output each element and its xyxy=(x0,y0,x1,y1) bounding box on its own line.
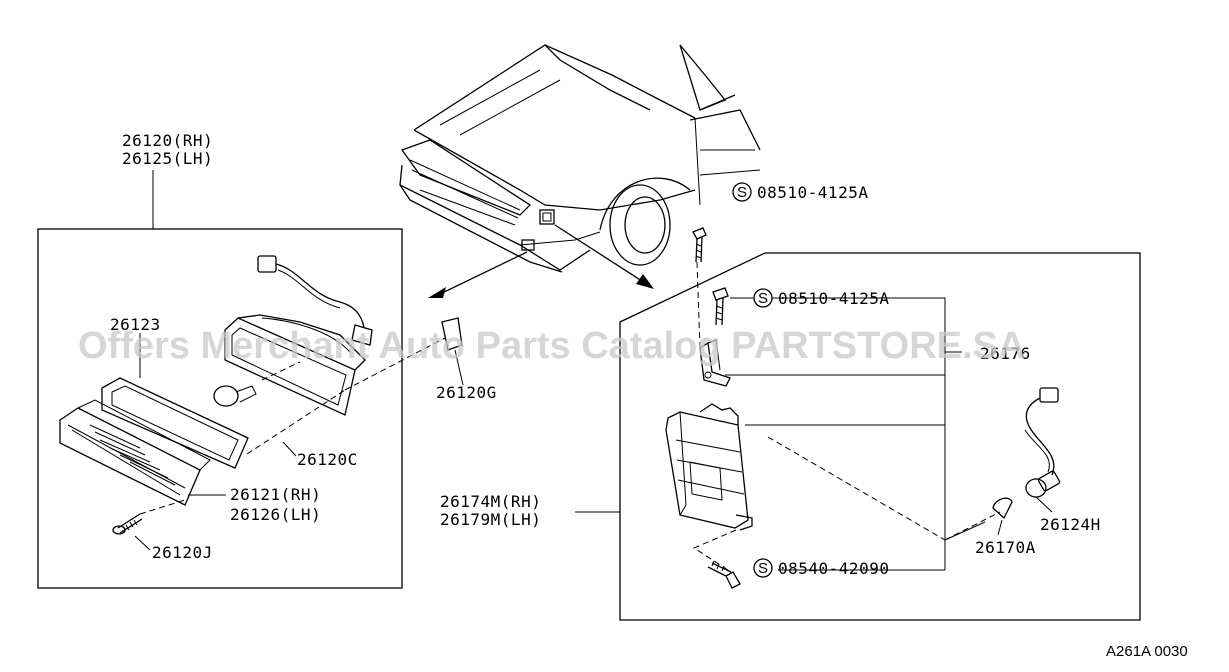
s-marker-top: S xyxy=(737,184,747,201)
s-marker-inner: S xyxy=(758,290,768,307)
side-marker-lamp-drawing xyxy=(665,227,1061,589)
part-label-26124h: 26124H xyxy=(1040,515,1101,534)
s-marker-bottom: S xyxy=(758,560,768,577)
part-label-26120c: 26120C xyxy=(297,450,358,469)
part-label-26174m-rh: 26174M(RH) xyxy=(440,492,541,511)
right-assembly-box xyxy=(575,252,1141,621)
part-label-26179m-lh: 26179M(LH) xyxy=(440,510,541,529)
callout-arrows xyxy=(428,224,654,298)
car-front-drawing xyxy=(399,44,761,273)
s-markers xyxy=(732,182,773,578)
front-combination-lamp-drawing xyxy=(59,255,464,551)
part-label-26170a: 26170A xyxy=(975,538,1036,557)
part-label-26121-rh: 26121(RH) xyxy=(230,485,321,504)
part-label-08540-42090: 08540-42090 xyxy=(778,559,889,578)
part-label-26176: 26176 xyxy=(980,344,1031,363)
part-label-26126-lh: 26126(LH) xyxy=(230,505,321,524)
part-label-26123: 26123 xyxy=(110,315,161,334)
part-label-08510-4125a-inner: 08510-4125A xyxy=(778,289,889,308)
part-label-08510-4125a-top: 08510-4125A xyxy=(757,183,868,202)
part-label-26120g: 26120G xyxy=(436,383,497,402)
diagram-code: A261A 0030 xyxy=(1106,643,1188,660)
part-label-26125-lh: 26125(LH) xyxy=(122,149,213,168)
watermark: Offers Merchant Auto Parts Catalog PARTS… xyxy=(78,325,1025,367)
part-label-26120-rh: 26120(RH) xyxy=(122,131,213,150)
left-assembly-box xyxy=(37,170,403,589)
part-label-26120j: 26120J xyxy=(152,543,213,562)
